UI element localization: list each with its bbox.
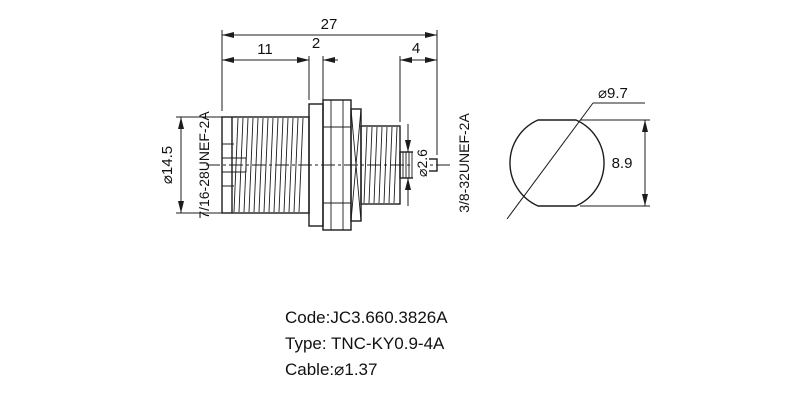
dia-leader-line [506, 102, 594, 220]
thread-rear-label-group: 3/8-32UNEF-2A [456, 113, 472, 213]
dim-text-overall: 27 [321, 16, 338, 33]
end-view-extension-lines [580, 119, 650, 207]
thread-front-label-group: 7/16-28UNEF-2A [196, 111, 212, 219]
rear-thread-hatch [363, 126, 398, 204]
dim-text-flange: 2 [312, 35, 320, 52]
dim-text-hole-dia: ⌀9.7 [598, 85, 628, 102]
dim-text-barrel-dia-group: ⌀2.6 [413, 139, 430, 187]
thread-front-label: 7/16-28UNEF-2A [196, 111, 212, 219]
front-bore-lines [222, 143, 247, 187]
dim-text-barrel-dia: ⌀2.6 [414, 149, 430, 177]
knurl-lines [402, 152, 413, 178]
note-type: Type: TNC-KY0.9-4A [285, 334, 445, 353]
end-view-outline [509, 119, 605, 207]
dim-text-body-dia-group: ⌀14.5 [159, 146, 176, 184]
note-code: Code:JC3.660.3826A [285, 308, 448, 327]
label-mask [413, 139, 429, 187]
hex-facets [323, 100, 351, 230]
extension-lines [176, 30, 438, 214]
washer-cross [350, 108, 362, 222]
dim-text-front: 11 [257, 41, 273, 58]
note-cable: Cable:⌀1.37 [285, 360, 377, 379]
side-view: 27 11 2 4 ⌀14.5 7/16-28UNEF-2A ⌀2.6 3/8-… [159, 16, 472, 231]
front-thread-hatch [233, 117, 304, 213]
dim-text-body-dia: ⌀14.5 [159, 146, 176, 184]
dim-text-across-flats: 8.9 [612, 155, 633, 172]
thread-rear-label: 3/8-32UNEF-2A [456, 113, 472, 213]
part-notes: Code:JC3.660.3826A Type: TNC-KY0.9-4A Ca… [285, 308, 448, 379]
end-view: ⌀9.7 8.9 [506, 85, 650, 220]
dim-text-rear: 4 [412, 40, 420, 57]
